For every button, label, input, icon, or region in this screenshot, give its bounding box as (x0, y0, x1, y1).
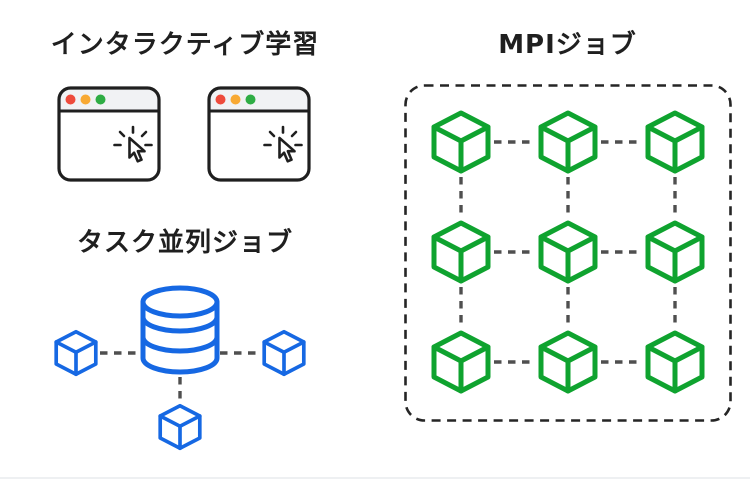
worker-cube-icon (262, 329, 306, 377)
worker-cube-icon (158, 403, 202, 451)
mpi-cube-icon (648, 223, 702, 281)
mpi-cube-icon (541, 113, 595, 171)
window-dot-orange-icon (230, 94, 241, 105)
page-bottom-edge (0, 477, 750, 479)
window-dot-green-icon (245, 94, 256, 105)
window-dot-red-icon (65, 94, 76, 105)
mpi-cube-icon (434, 223, 488, 281)
window-title-bar (209, 88, 309, 111)
mpi-cube-icon (541, 223, 595, 281)
window-dot-red-icon (215, 94, 226, 105)
window-dot-orange-icon (80, 94, 91, 105)
cursor-click-icon (113, 125, 153, 163)
mpi-boundary-box (404, 84, 732, 422)
mpi-cube-icon (648, 113, 702, 171)
cursor-click-icon (263, 125, 303, 163)
task-parallel-title: タスク並列ジョブ (76, 228, 293, 258)
window-title-bar (59, 88, 159, 111)
worker-cube-icon (54, 329, 98, 377)
interactive-learning-title: インタラクティブ学習 (50, 30, 320, 60)
window-frame (57, 86, 161, 182)
browser-window-icon (57, 86, 161, 182)
window-frame (207, 86, 311, 182)
database-icon (140, 285, 220, 375)
mpi-cube-icon (434, 113, 488, 171)
mpi-grid-diagram (404, 84, 732, 422)
window-dot-green-icon (95, 94, 106, 105)
mpi-cube-icon (541, 333, 595, 391)
browser-window-icon (207, 86, 311, 182)
mpi-cube-icon (648, 333, 702, 391)
mpi-cube-icon (434, 333, 488, 391)
task-parallel-diagram (54, 285, 306, 451)
mpi-title: MPIジョブ (498, 30, 637, 60)
